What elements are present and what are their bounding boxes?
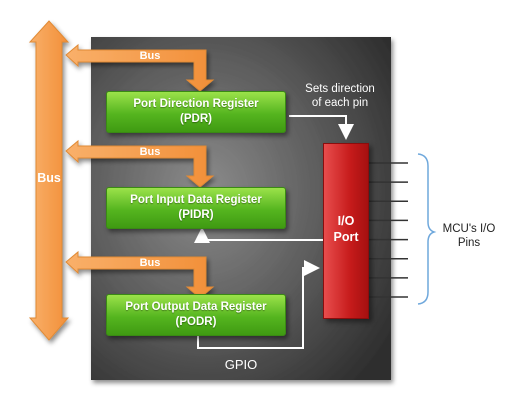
bus-branch-label-2: Bus — [139, 146, 161, 158]
pdr-name: Port Direction Register — [133, 98, 259, 110]
main-bus-label: Bus — [37, 171, 61, 185]
pidr-abbr: (PIDR) — [178, 209, 214, 221]
pins-label-line1: MCU's I/O — [442, 223, 496, 235]
main-bus-arrow — [28, 20, 70, 341]
bus-branch-label-1: Bus — [139, 50, 161, 62]
sets-direction-line1: Sets direction — [305, 83, 375, 95]
pins-label: MCU's I/O Pins — [436, 222, 502, 250]
podr-to-port-arrow — [197, 260, 320, 349]
pdr-to-port-arrow — [289, 115, 354, 140]
port-to-pidr-arrow — [194, 227, 323, 243]
podr-name: Port Output Data Register — [125, 301, 267, 313]
pins-label-line2: Pins — [457, 237, 481, 249]
io-pins — [369, 162, 408, 298]
bus-branch-label-3: Bus — [139, 257, 161, 269]
pdr-abbr: (PDR) — [180, 113, 212, 125]
pidr-name: Port Input Data Register — [130, 194, 262, 206]
port-direction-register: Port Direction Register (PDR) — [106, 91, 286, 133]
podr-abbr: (PODR) — [175, 316, 217, 328]
sets-direction-label: Sets direction of each pin — [290, 82, 390, 110]
io-port-block: I/O Port — [323, 143, 369, 319]
pins-bracket — [417, 153, 437, 305]
io-port-line2: Port — [333, 230, 359, 244]
port-output-data-register: Port Output Data Register (PODR) — [106, 294, 286, 336]
sets-direction-line2: of each pin — [311, 97, 369, 109]
io-port-line1: I/O — [337, 214, 355, 228]
port-input-data-register: Port Input Data Register (PIDR) — [106, 187, 286, 229]
gpio-label: GPIO — [224, 357, 258, 372]
